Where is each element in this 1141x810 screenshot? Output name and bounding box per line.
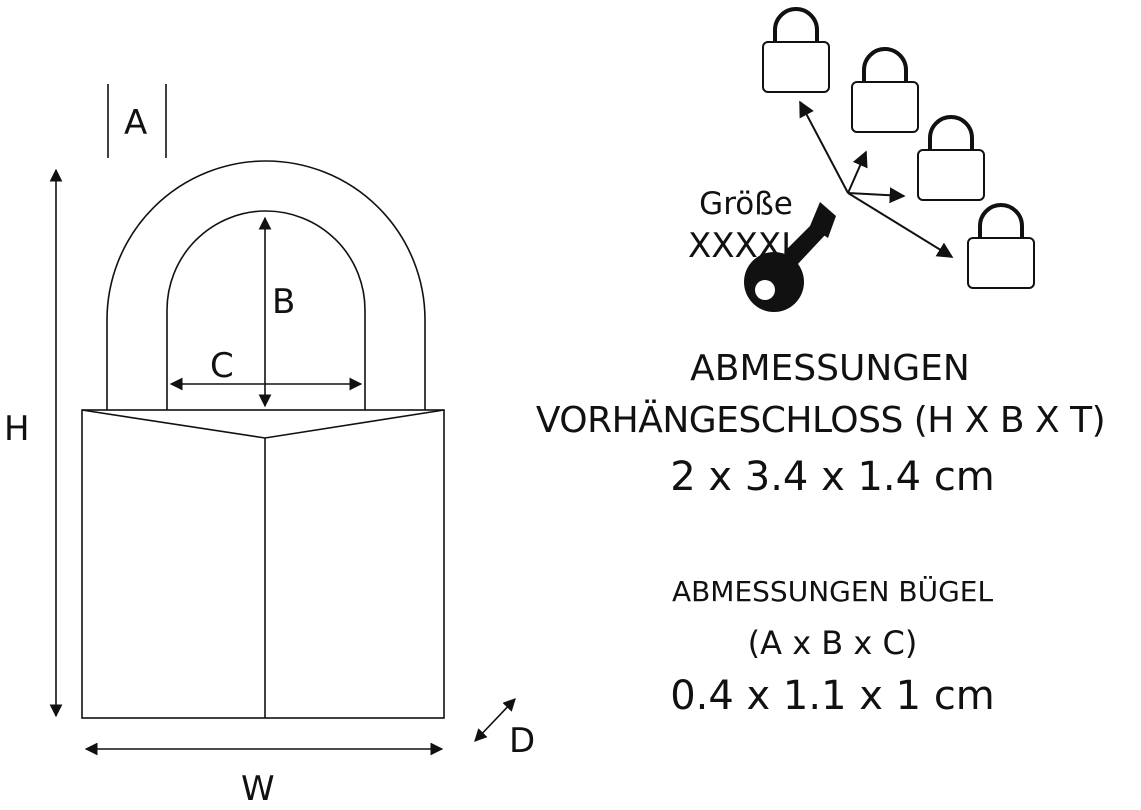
label-d: D xyxy=(509,721,535,761)
label-h: H xyxy=(4,409,30,449)
dimension-d-arrow xyxy=(474,698,516,742)
padlock-drawing xyxy=(81,160,445,719)
padlock-dimensions-subheading: VORHÄNGESCHLOSS (H X B X T) xyxy=(535,400,1106,441)
lock-body-outline xyxy=(81,409,445,719)
shackle-inner-outline xyxy=(166,210,366,410)
lock-body-bevel xyxy=(81,409,445,439)
key-icon xyxy=(744,202,836,312)
size-label-line1: Größe xyxy=(699,186,793,222)
size-arrows xyxy=(799,100,954,258)
label-a: A xyxy=(124,103,147,143)
label-c: C xyxy=(210,346,234,386)
padlock-dimensions-value: 2 x 3.4 x 1.4 cm xyxy=(670,454,995,500)
label-b: B xyxy=(272,282,295,322)
small-padlock-icon xyxy=(917,115,985,201)
small-padlock-icon xyxy=(851,47,919,133)
shackle-dimensions-heading: ABMESSUNGEN BÜGEL xyxy=(671,575,994,608)
shackle-outer-outline xyxy=(106,160,426,410)
padlock-dimensions-heading: ABMESSUNGEN xyxy=(690,348,970,389)
label-w: W xyxy=(241,769,275,809)
dimension-lines xyxy=(49,84,516,756)
shackle-dimensions-subheading: (A x B x C) xyxy=(747,624,918,662)
small-padlock-icon xyxy=(762,7,830,93)
shackle-dimensions-value: 0.4 x 1.1 x 1 cm xyxy=(670,673,995,719)
size-illustration: Größe XXXXL xyxy=(688,7,1035,312)
small-padlock-icon xyxy=(967,203,1035,289)
